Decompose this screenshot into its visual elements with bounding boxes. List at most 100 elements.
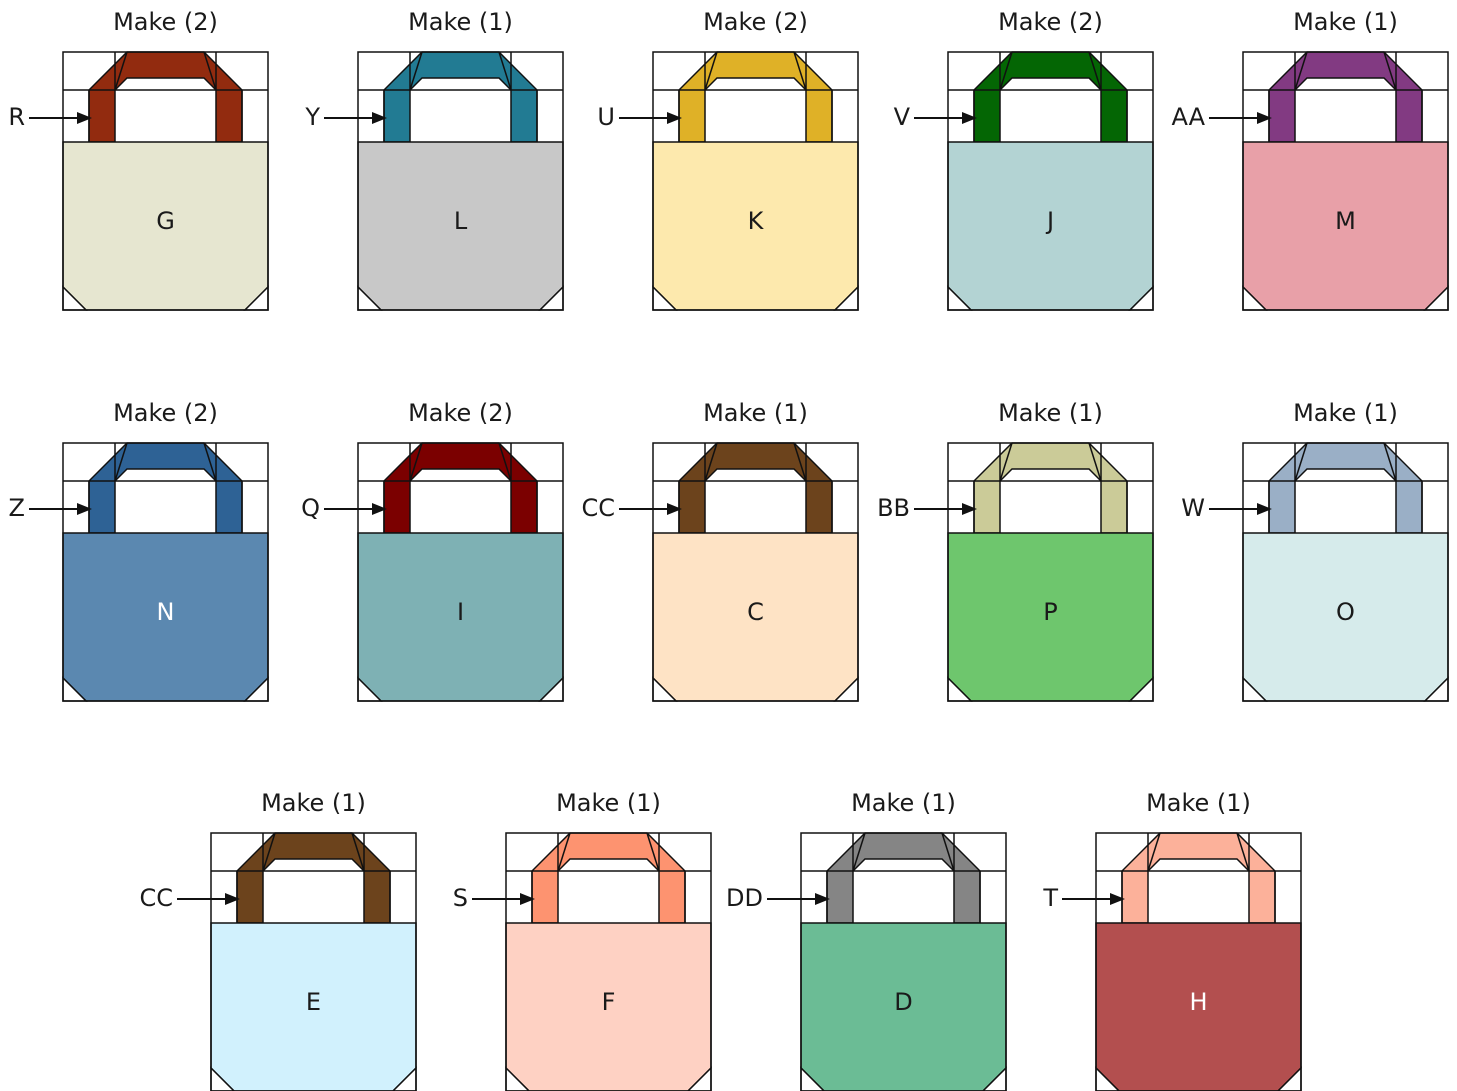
- grid-line: [498, 442, 512, 482]
- make-count-label: Make (2): [998, 8, 1103, 36]
- handle-fabric-label: R: [8, 103, 25, 131]
- grid-line: [351, 832, 365, 872]
- make-count-label: Make (1): [1293, 8, 1398, 36]
- pointer-arrow-head: [1110, 893, 1125, 905]
- grid-line: [409, 442, 423, 482]
- grid-line: [793, 442, 807, 482]
- body-fabric-label: P: [1043, 598, 1057, 626]
- body-fabric-label: N: [157, 598, 175, 626]
- grid-line: [114, 442, 128, 482]
- pointer-arrow-head: [520, 893, 535, 905]
- grid-line: [704, 51, 718, 91]
- tote-block: Make (1) M AA: [1171, 8, 1449, 311]
- tote-block: Make (1)LY: [304, 8, 564, 311]
- block-border: [800, 832, 1007, 1091]
- handle-fabric-label: DD: [726, 884, 763, 912]
- tote-block: Make (1) F S: [453, 789, 712, 1091]
- handle-fabric-label: T: [1042, 884, 1058, 912]
- body-fabric-label: E: [306, 988, 321, 1016]
- body-fabric-label: J: [1045, 207, 1054, 235]
- grid-line: [704, 442, 718, 482]
- pointer-arrow-head: [667, 112, 682, 124]
- handle-fabric-label: CC: [581, 494, 615, 522]
- block-border: [357, 51, 564, 311]
- tote-block: Make (1)CCC: [581, 399, 859, 702]
- body-fabric-label: O: [1336, 598, 1355, 626]
- grid-line: [498, 51, 512, 91]
- block-border: [1242, 442, 1449, 702]
- block-border: [357, 442, 564, 702]
- make-count-label: Make (2): [113, 8, 218, 36]
- pointer-arrow-head: [667, 503, 682, 515]
- block-border: [947, 51, 1154, 311]
- handle-fabric-label: S: [453, 884, 468, 912]
- pointer-arrow-head: [372, 112, 387, 124]
- block-border: [62, 51, 269, 311]
- make-count-label: Make (1): [998, 399, 1103, 427]
- handle-fabric-label: AA: [1171, 103, 1205, 131]
- pointer-arrow-head: [815, 893, 830, 905]
- handle-fabric-label: BB: [877, 494, 910, 522]
- grid-line: [1294, 51, 1308, 91]
- tote-block: Make (1)DDD: [726, 789, 1007, 1091]
- block-border: [505, 832, 712, 1091]
- block-border: [652, 51, 859, 311]
- tote-block: Make (1) H T: [1042, 789, 1302, 1091]
- make-count-label: Make (1): [1146, 789, 1251, 817]
- pointer-arrow-head: [372, 503, 387, 515]
- make-count-label: Make (1): [556, 789, 661, 817]
- make-count-label: Make (2): [113, 399, 218, 427]
- make-count-label: Make (1): [1293, 399, 1398, 427]
- pointer-arrow-head: [962, 503, 977, 515]
- body-fabric-label: I: [457, 598, 464, 626]
- handle-fabric-label: W: [1181, 494, 1205, 522]
- tote-block: Make (2) N Z: [9, 399, 269, 702]
- block-border: [652, 442, 859, 702]
- grid-line: [409, 51, 423, 91]
- pointer-arrow-head: [77, 503, 92, 515]
- block-border: [62, 442, 269, 702]
- grid-line: [1236, 832, 1250, 872]
- grid-line: [203, 51, 217, 91]
- grid-line: [1294, 442, 1308, 482]
- grid-line: [1088, 442, 1102, 482]
- grid-line: [941, 832, 955, 872]
- tote-block: Make (2) J V: [894, 8, 1154, 311]
- pointer-arrow-head: [225, 893, 240, 905]
- grid-line: [1147, 832, 1161, 872]
- handle-fabric-label: U: [597, 103, 615, 131]
- pointer-arrow-head: [77, 112, 92, 124]
- grid-line: [203, 442, 217, 482]
- grid-line: [114, 51, 128, 91]
- block-border: [1242, 51, 1449, 311]
- make-count-label: Make (2): [703, 8, 808, 36]
- make-count-label: Make (1): [408, 8, 513, 36]
- grid-line: [793, 51, 807, 91]
- body-fabric-label: G: [156, 207, 175, 235]
- grid-line: [557, 832, 571, 872]
- grid-line: [999, 51, 1013, 91]
- block-border: [1095, 832, 1302, 1091]
- body-fabric-label: M: [1335, 207, 1356, 235]
- grid-line: [1383, 51, 1397, 91]
- pointer-arrow-head: [962, 112, 977, 124]
- handle-fabric-label: Q: [301, 494, 320, 522]
- handle-fabric-label: Z: [9, 494, 25, 522]
- body-fabric-label: F: [602, 988, 616, 1016]
- grid-line: [646, 832, 660, 872]
- body-fabric-label: H: [1189, 988, 1207, 1016]
- body-fabric-label: D: [894, 988, 912, 1016]
- tote-block: Make (2) K U: [597, 8, 859, 311]
- grid-line: [999, 442, 1013, 482]
- grid-line: [1088, 51, 1102, 91]
- handle-fabric-label: Y: [304, 103, 320, 131]
- tote-block: Make (1) O W: [1181, 399, 1449, 702]
- make-count-label: Make (1): [703, 399, 808, 427]
- tote-block: Make (2)IQ: [301, 399, 564, 702]
- grid-line: [1383, 442, 1397, 482]
- make-count-label: Make (1): [851, 789, 956, 817]
- handle-fabric-label: CC: [139, 884, 173, 912]
- body-fabric-label: K: [748, 207, 765, 235]
- grid-line: [262, 832, 276, 872]
- handle-fabric-label: V: [894, 103, 911, 131]
